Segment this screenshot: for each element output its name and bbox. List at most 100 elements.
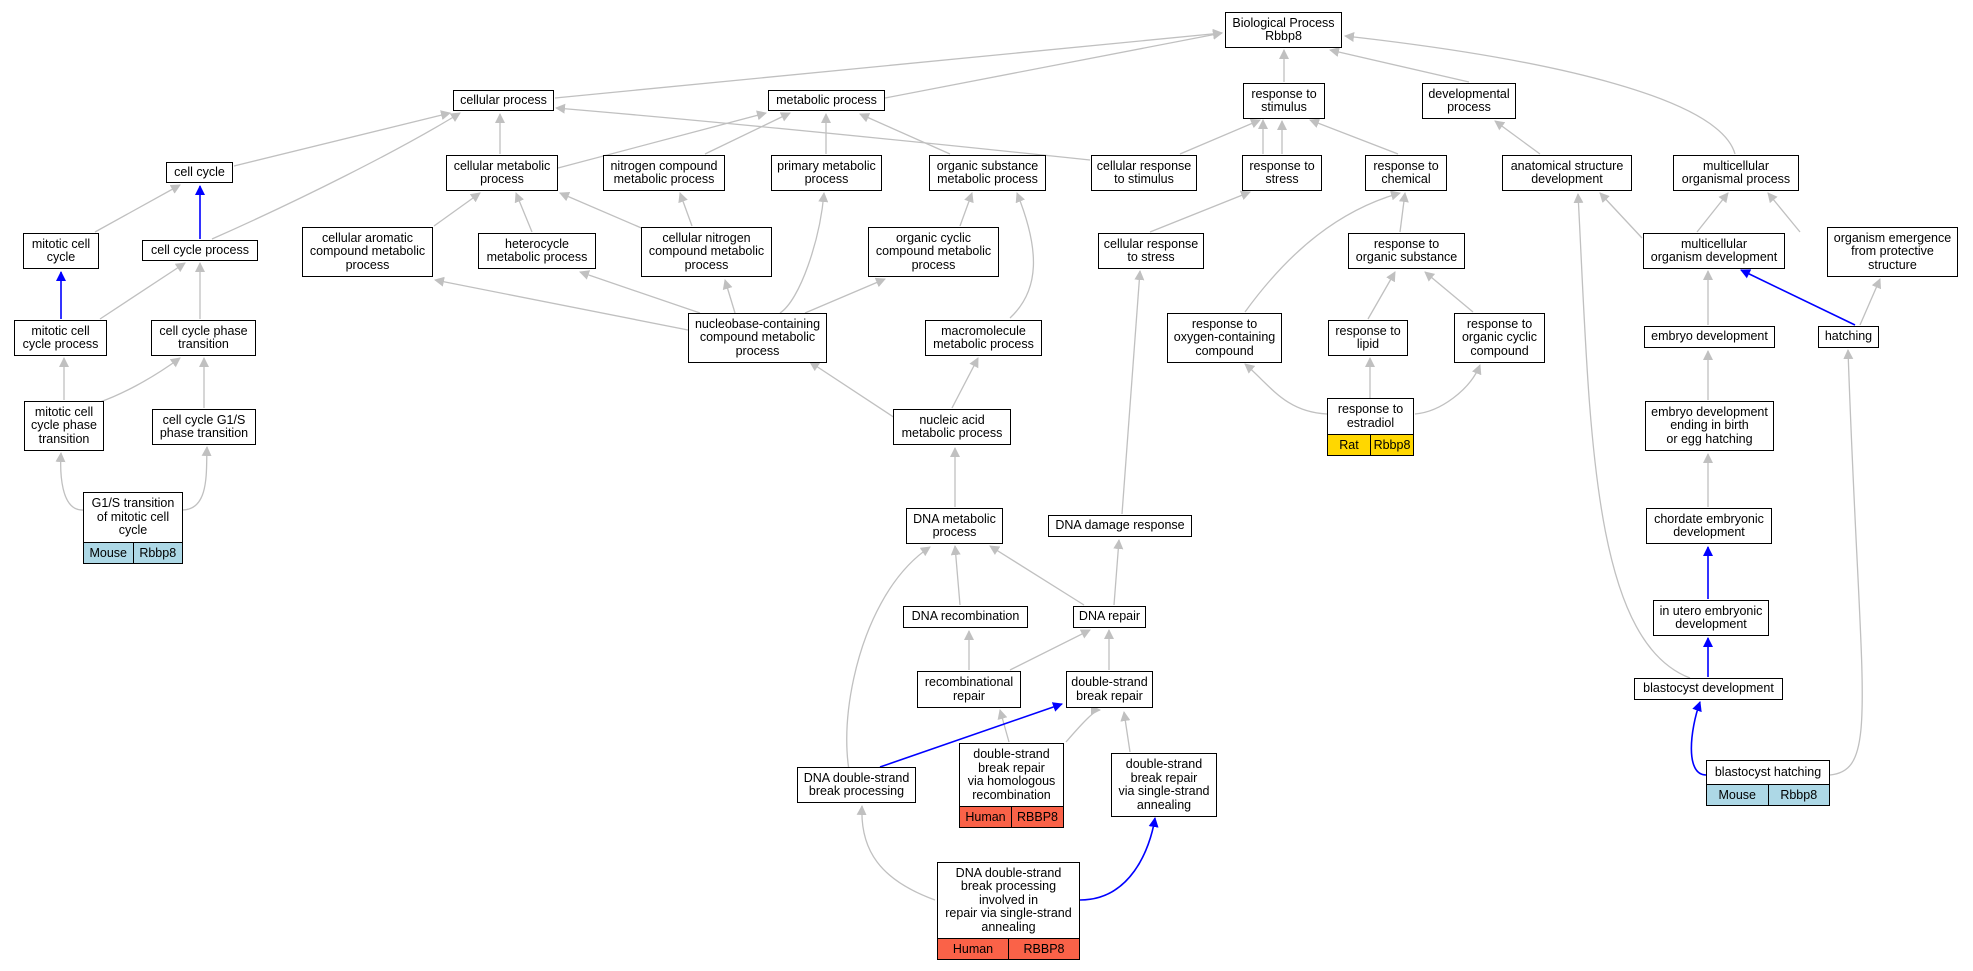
term-multicellular-organism-development[interactable]: multicellular organism development <box>1643 233 1785 269</box>
term-organism-emergence-from-protective-structure[interactable]: organism emergence from protective struc… <box>1827 227 1958 277</box>
term-cellular-response-to-stress[interactable]: cellular response to stress <box>1098 233 1204 269</box>
term-response-to-lipid[interactable]: response to lipid <box>1328 320 1408 356</box>
gene-tag: Rbbp8 <box>132 543 182 563</box>
edge <box>1767 192 1801 233</box>
term-dsb-repair-via-single-strand-annealing[interactable]: double-strand break repair via single-st… <box>1111 753 1217 817</box>
edge <box>1121 270 1145 515</box>
term-organic-substance-metabolic-process[interactable]: organic substance metabolic process <box>929 155 1046 191</box>
annotated-term-label: double-strand break repair via homologou… <box>967 747 1056 802</box>
edge <box>1494 120 1541 155</box>
species-tag: Mouse <box>1707 785 1768 805</box>
term-cell-cycle-process[interactable]: cell cycle process <box>142 240 258 261</box>
edge-highlighted <box>1690 701 1707 776</box>
species-tag: Human <box>960 807 1011 827</box>
term-dna-double-strand-break-processing[interactable]: DNA double-strand break processing <box>797 767 916 803</box>
edge <box>722 279 736 314</box>
edge <box>1065 705 1101 743</box>
edge <box>1829 349 1863 776</box>
root-term[interactable]: Biological Process Rbbp8 <box>1225 12 1342 48</box>
term-cell-cycle-g1s-phase-transition[interactable]: cell cycle G1/S phase transition <box>152 409 256 445</box>
term-response-to-organic-cyclic-compound[interactable]: response to organic cyclic compound <box>1454 313 1545 363</box>
species-tag: Human <box>938 939 1008 959</box>
term-metabolic-process[interactable]: metabolic process <box>768 90 885 111</box>
term-embryo-development[interactable]: embryo development <box>1644 326 1775 348</box>
annotated-term-blastocyst-hatching[interactable]: blastocyst hatching Mouse Rbbp8 <box>1706 760 1830 806</box>
edge <box>704 112 791 155</box>
term-heterocycle-metabolic-process[interactable]: heterocycle metabolic process <box>478 233 596 269</box>
edge <box>99 357 181 403</box>
term-dna-metabolic-process[interactable]: DNA metabolic process <box>906 508 1003 544</box>
edge <box>55 452 85 511</box>
term-primary-metabolic-process[interactable]: primary metabolic process <box>771 155 882 191</box>
edge <box>1696 192 1729 233</box>
term-dna-repair[interactable]: DNA repair <box>1073 606 1146 628</box>
gene-tag: Rbbp8 <box>1767 785 1829 805</box>
term-nucleobase-containing-compound-metabolic-process[interactable]: nucleobase-containing compound metabolic… <box>688 313 827 363</box>
edge <box>233 110 451 167</box>
term-nitrogen-compound-metabolic-process[interactable]: nitrogen compound metabolic process <box>603 155 725 191</box>
term-cellular-metabolic-process[interactable]: cellular metabolic process <box>446 155 558 191</box>
term-response-to-chemical[interactable]: response to chemical <box>1365 155 1447 191</box>
edge <box>434 276 689 331</box>
edge <box>1244 363 1328 415</box>
term-chordate-embryonic-development[interactable]: chordate embryonic development <box>1646 508 1772 544</box>
gene-tag: RBBP8 <box>1011 807 1063 827</box>
edge <box>1149 190 1251 233</box>
annotated-term-response-to-estradiol[interactable]: response to estradiol Rat Rbbp8 <box>1327 398 1414 456</box>
annotated-term-dsb-repair-via-homologous-recombination[interactable]: double-strand break repair via homologou… <box>959 743 1064 828</box>
term-cellular-process[interactable]: cellular process <box>453 90 554 111</box>
edge <box>859 113 951 155</box>
term-macromolecule-metabolic-process[interactable]: macromolecule metabolic process <box>925 320 1042 356</box>
term-organic-cyclic-compound-metabolic-process[interactable]: organic cyclic compound metabolic proces… <box>868 227 999 277</box>
edge <box>1424 271 1474 313</box>
edge <box>1367 271 1396 320</box>
edges <box>55 28 1881 901</box>
term-embryo-development-ending-in-birth[interactable]: embryo development ending in birth or eg… <box>1645 401 1774 451</box>
annotated-term-label: DNA double-strand break processing invol… <box>945 865 1072 934</box>
edge <box>1599 192 1643 239</box>
edge <box>856 805 936 901</box>
term-developmental-process[interactable]: developmental process <box>1422 83 1516 119</box>
edge <box>804 277 886 314</box>
term-mitotic-cell-cycle-phase-transition[interactable]: mitotic cell cycle phase transition <box>24 401 104 451</box>
edge <box>514 192 533 233</box>
edge <box>959 192 974 227</box>
edge <box>99 262 186 320</box>
term-multicellular-organismal-process[interactable]: multicellular organismal process <box>1673 155 1799 191</box>
annotated-term-g1s-transition[interactable]: G1/S transition of mitotic cell cycle Mo… <box>83 492 183 564</box>
term-dna-recombination[interactable]: DNA recombination <box>903 606 1028 628</box>
edge <box>1009 629 1091 671</box>
edge <box>809 361 896 419</box>
term-dna-damage-response[interactable]: DNA damage response <box>1048 515 1192 537</box>
term-response-to-stress[interactable]: response to stress <box>1242 155 1322 191</box>
term-response-to-stimulus[interactable]: response to stimulus <box>1243 83 1325 119</box>
annotated-term-label: response to estradiol <box>1337 402 1404 430</box>
term-recombinational-repair[interactable]: recombinational repair <box>917 671 1021 708</box>
annotated-term-dna-dsb-processing-involved-in-ssa[interactable]: DNA double-strand break processing invol… <box>937 862 1080 960</box>
term-in-utero-embryonic-development[interactable]: in utero embryonic development <box>1653 600 1769 636</box>
edge <box>1398 192 1409 233</box>
gene-tag: RBBP8 <box>1008 939 1079 959</box>
edge <box>1179 118 1261 155</box>
term-cell-cycle[interactable]: cell cycle <box>166 162 233 183</box>
term-cell-cycle-phase-transition[interactable]: cell cycle phase transition <box>151 320 256 356</box>
term-cellular-aromatic-compound-metabolic-process[interactable]: cellular aromatic compound metabolic pro… <box>302 227 433 277</box>
species-tag: Mouse <box>84 543 133 563</box>
term-mitotic-cell-cycle[interactable]: mitotic cell cycle <box>23 233 99 269</box>
term-double-strand-break-repair[interactable]: double-strand break repair <box>1066 671 1153 708</box>
term-cellular-response-to-stimulus[interactable]: cellular response to stimulus <box>1091 155 1197 191</box>
edge <box>1009 192 1035 319</box>
term-anatomical-structure-development[interactable]: anatomical structure development <box>1502 155 1632 191</box>
edge <box>554 28 1223 99</box>
term-blastocyst-development[interactable]: blastocyst development <box>1634 678 1783 700</box>
term-hatching[interactable]: hatching <box>1818 326 1879 348</box>
edge <box>181 446 212 511</box>
term-nucleic-acid-metabolic-process[interactable]: nucleic acid metabolic process <box>893 409 1011 445</box>
edge <box>779 192 829 314</box>
term-response-to-oxygen-containing-compound[interactable]: response to oxygen-containing compound <box>1167 313 1282 363</box>
edge <box>997 709 1010 743</box>
term-mitotic-cell-cycle-process[interactable]: mitotic cell cycle process <box>14 320 107 356</box>
edge <box>1344 32 1736 155</box>
term-response-to-organic-substance[interactable]: response to organic substance <box>1348 233 1465 269</box>
term-cellular-nitrogen-compound-metabolic-process[interactable]: cellular nitrogen compound metabolic pro… <box>641 227 772 277</box>
